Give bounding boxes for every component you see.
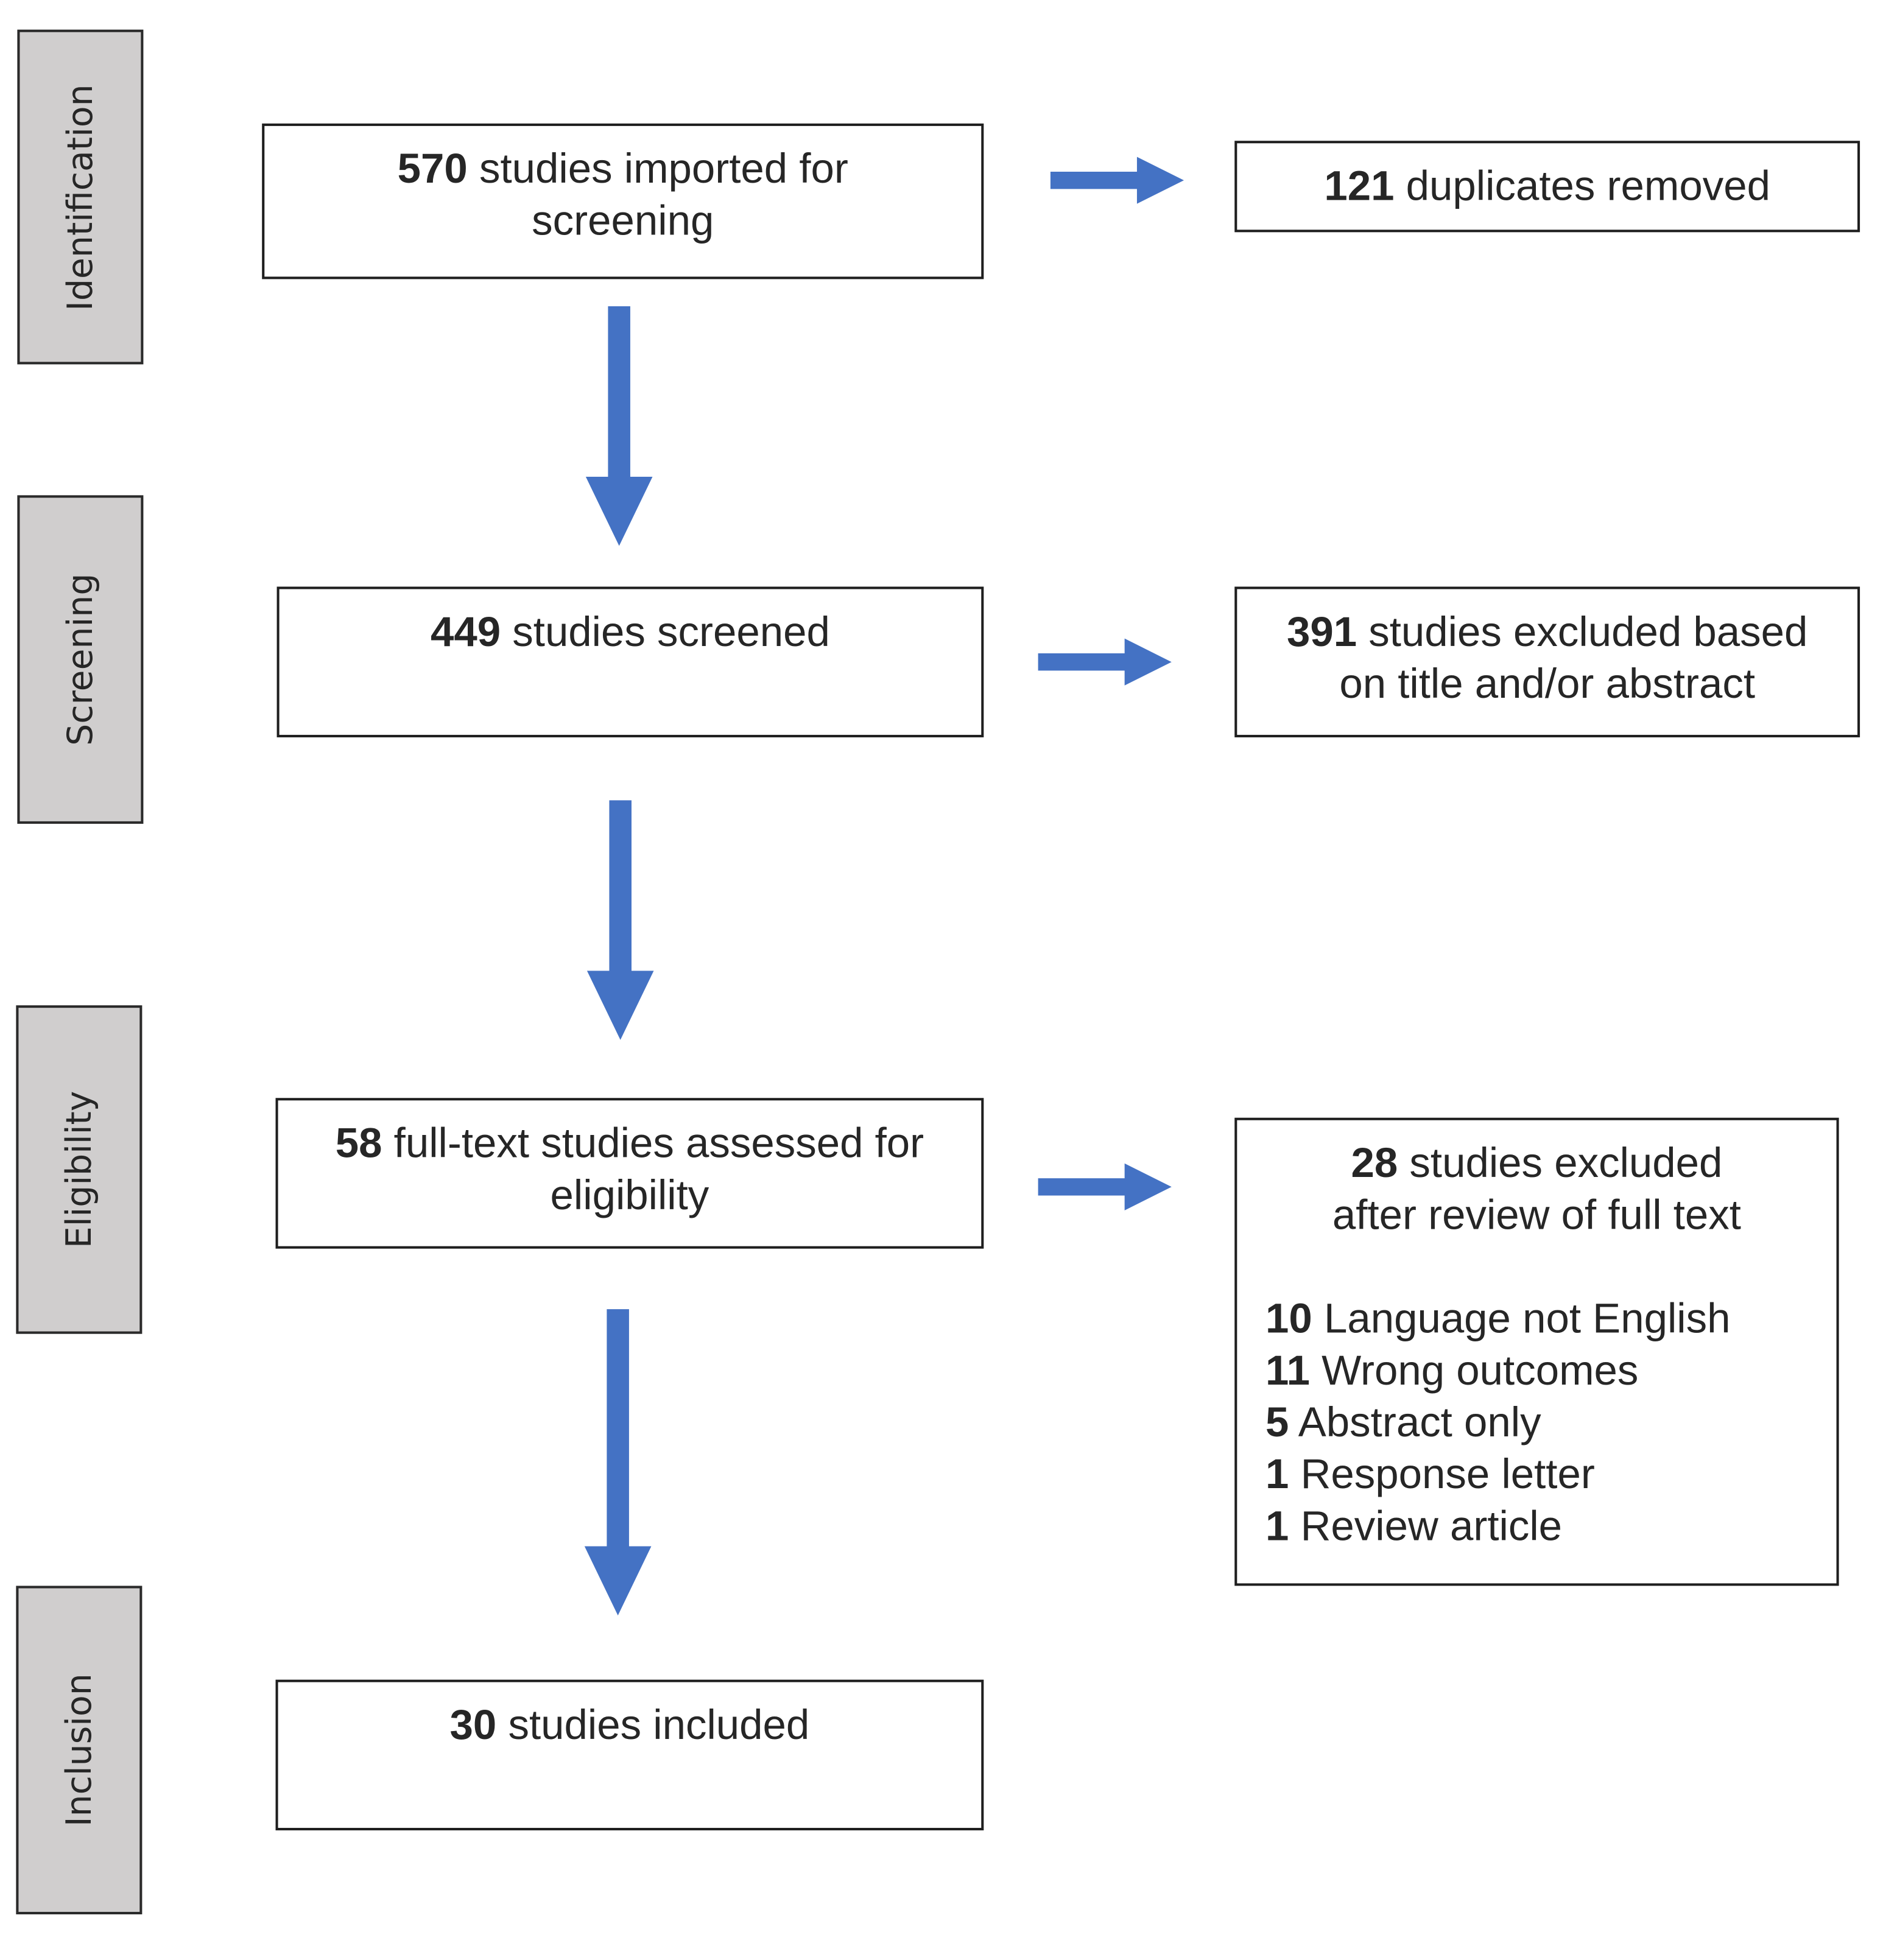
reason-count: 5 (1265, 1399, 1289, 1447)
full-text-count: 58 (335, 1120, 382, 1167)
spacer (1237, 1242, 1836, 1293)
box-studies-screened: 449 studies screened (276, 586, 984, 737)
duplicates-count: 121 (1324, 163, 1395, 210)
phase-screening: Screening (17, 495, 144, 824)
included-text: studies included (508, 1702, 810, 1749)
excluded-abstract-text2: on title and/or abstract (1339, 661, 1756, 708)
full-text-text1: full-text studies assessed for (393, 1120, 924, 1167)
reason-count: 1 (1265, 1451, 1289, 1498)
box-excluded-full-text-line1: 28 studies excluded (1237, 1137, 1836, 1189)
arrow-right-excluded-abstract (1038, 638, 1172, 686)
phase-eligibility: Eligibility (16, 1005, 143, 1334)
phase-inclusion-label: Inclusion (58, 1673, 100, 1827)
arrow-down-to-screened (585, 306, 653, 546)
exclusion-reason-item: 1 Response letter (1265, 1449, 1837, 1500)
excluded-abstract-text1: studies excluded based (1368, 609, 1808, 656)
imported-text1: studies imported for (479, 146, 848, 193)
excluded-full-text-text2: after review of full text (1332, 1192, 1741, 1239)
imported-text2: screening (532, 197, 714, 245)
box-duplicates-removed-line: 121 duplicates removed (1237, 161, 1857, 213)
reason-label: Response letter (1300, 1451, 1595, 1498)
phase-screening-label: Screening (60, 573, 101, 746)
excluded-full-text-count: 28 (1351, 1140, 1398, 1187)
box-studies-included-line: 30 studies included (278, 1699, 982, 1751)
phase-inclusion: Inclusion (16, 1586, 143, 1915)
exclusion-reason-item: 11 Wrong outcomes (1265, 1345, 1837, 1397)
box-excluded-title-abstract: 391 studies excluded based on title and/… (1234, 586, 1860, 737)
phase-eligibility-label: Eligibility (58, 1091, 100, 1249)
reason-label: Language not English (1323, 1295, 1731, 1343)
excluded-abstract-count: 391 (1286, 609, 1357, 656)
reason-count: 11 (1265, 1347, 1310, 1395)
reason-label: Abstract only (1298, 1399, 1541, 1447)
box-studies-screened-line: 449 studies screened (280, 606, 982, 658)
excluded-full-text-text1: studies excluded (1409, 1140, 1723, 1187)
reason-label: Review article (1300, 1503, 1563, 1550)
duplicates-text: duplicates removed (1406, 163, 1770, 210)
screened-text: studies screened (512, 609, 830, 656)
reason-count: 10 (1265, 1295, 1312, 1343)
phase-identification: Identification (17, 29, 144, 365)
box-studies-imported: 570 studies imported for screening (262, 123, 984, 279)
phase-identification-label: Identification (60, 83, 101, 311)
exclusion-reason-item: 5 Abstract only (1265, 1397, 1837, 1449)
box-duplicates-removed: 121 duplicates removed (1234, 141, 1860, 233)
box-full-text-line1: 58 full-text studies assessed for (278, 1118, 982, 1170)
reason-label: Wrong outcomes (1322, 1347, 1639, 1395)
arrow-right-excluded-full-text (1038, 1163, 1172, 1210)
box-excluded-abstract-line1: 391 studies excluded based (1237, 606, 1857, 658)
box-studies-included: 30 studies included (275, 1679, 984, 1831)
arrow-down-to-full-text (586, 800, 654, 1040)
arrow-down-to-included (584, 1309, 652, 1616)
full-text-text2: eligibility (550, 1171, 709, 1220)
screened-count: 449 (430, 609, 501, 656)
box-full-text-assessed: 58 full-text studies assessed for eligib… (275, 1098, 984, 1249)
exclusion-reasons-list: 10 Language not English 11 Wrong outcome… (1237, 1293, 1836, 1553)
box-excluded-full-text: 28 studies excluded after review of full… (1234, 1117, 1839, 1586)
exclusion-reason-item: 10 Language not English (1265, 1293, 1837, 1345)
reason-count: 1 (1265, 1503, 1289, 1550)
included-count: 30 (449, 1702, 497, 1749)
box-studies-imported-line1: 570 studies imported for (264, 143, 981, 195)
arrow-right-duplicates (1050, 156, 1184, 204)
imported-count: 570 (397, 146, 468, 193)
exclusion-reason-item: 1 Review article (1265, 1501, 1837, 1553)
